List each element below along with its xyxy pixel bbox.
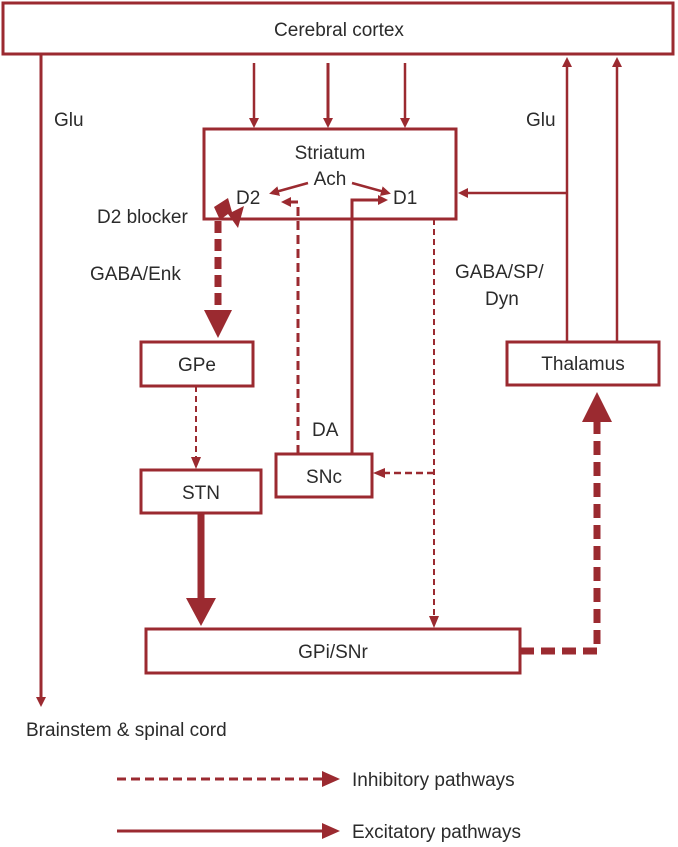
snc-to-d2-pathway xyxy=(281,197,300,454)
ach-label: Ach xyxy=(314,169,347,190)
stn-label: STN xyxy=(182,483,220,504)
brainstem-label: Brainstem & spinal cord xyxy=(26,720,227,741)
legend-excitatory-label: Excitatory pathways xyxy=(352,822,521,843)
cortex-label: Cerebral cortex xyxy=(274,20,404,41)
striatum-label: Striatum xyxy=(295,143,366,164)
gpi-snr-label: GPi/SNr xyxy=(298,642,368,663)
legend-inhibitory-arrowhead xyxy=(322,771,340,787)
d2-blocker-label: D2 blocker xyxy=(97,207,188,228)
legend-excitatory-arrowhead xyxy=(322,823,340,839)
stn-box xyxy=(139,468,263,515)
snc-to-d1-pathway xyxy=(350,195,388,454)
snc-box xyxy=(274,452,374,499)
cortex-box xyxy=(1,1,675,56)
d2-label: D2 xyxy=(236,188,260,209)
d2-blocker-symbol xyxy=(214,198,244,228)
stn-to-gpi-arrowhead xyxy=(186,598,216,626)
gpi-to-thalamus-arrowhead xyxy=(582,392,612,422)
da-label: DA xyxy=(312,420,339,441)
gaba-sp-label-line1: GABA/SP/ xyxy=(455,262,544,283)
legend: Inhibitory pathways Excitatory pathways xyxy=(117,770,521,843)
gpi-to-thalamus-pathway xyxy=(520,420,601,655)
gaba-sp-label-line2: Dyn xyxy=(485,289,519,310)
legend-inhibitory-label: Inhibitory pathways xyxy=(352,770,515,791)
ach-to-d1-arrow xyxy=(351,181,391,196)
d2-to-gpe-arrowhead xyxy=(204,310,232,338)
gpi-snr-box xyxy=(144,627,522,675)
d1-label: D1 xyxy=(393,188,417,209)
thalamus-box xyxy=(505,340,661,387)
gaba-enk-label: GABA/Enk xyxy=(90,264,181,285)
ach-to-d2-arrow xyxy=(269,181,309,196)
striatum-box xyxy=(202,127,458,221)
snc-label: SNc xyxy=(306,467,342,488)
gpe-label: GPe xyxy=(178,355,216,376)
glu-right-label: Glu xyxy=(526,110,556,131)
thalamus-label: Thalamus xyxy=(541,354,624,375)
glu-left-label: Glu xyxy=(54,110,84,131)
